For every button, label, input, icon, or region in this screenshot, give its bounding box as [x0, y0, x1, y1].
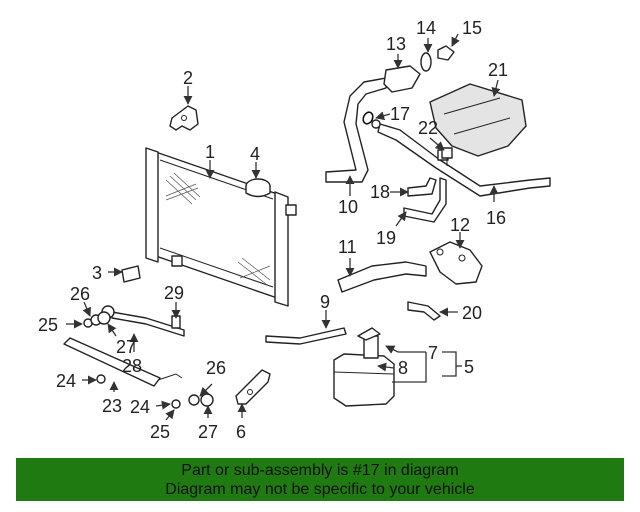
callout-2: 2 [183, 68, 193, 88]
banner-line-1: Part or sub-assembly is #17 in diagram [181, 462, 459, 479]
callout-17: 17 [390, 104, 410, 124]
callout-16: 16 [486, 208, 506, 228]
callout-1: 1 [205, 142, 215, 162]
lower-radiator-hose [337, 261, 427, 293]
callout-10: 10 [338, 197, 358, 217]
callout-28: 28 [122, 356, 142, 376]
callout-24-left: 24 [56, 371, 76, 391]
drain-pipe [63, 337, 183, 387]
water-outlet [429, 241, 483, 285]
thermostat-housing [383, 45, 455, 93]
upper-radiator-hose [325, 77, 387, 183]
callout-23: 23 [102, 396, 122, 416]
callout-20: 20 [462, 303, 482, 323]
radiator-cap [245, 178, 271, 198]
reservoir-bracket [235, 369, 271, 405]
callout-12: 12 [450, 215, 470, 235]
callout-7: 7 [428, 343, 438, 363]
callout-21: 21 [488, 60, 508, 80]
callout-11: 11 [338, 237, 357, 257]
bypass-hoses [403, 177, 447, 223]
callout-27-bottom: 27 [198, 422, 218, 442]
callout-13: 13 [386, 34, 406, 54]
drain-plug-set-bottom [171, 393, 214, 409]
callout-26-bottom: 26 [206, 358, 226, 378]
callout-29: 29 [164, 283, 184, 303]
lower-pipe [101, 305, 185, 337]
part-17-seal [362, 111, 374, 125]
heat-shield [429, 83, 527, 157]
bolt [441, 147, 453, 166]
callout-27-left: 27 [116, 337, 136, 357]
callout-18: 18 [370, 182, 390, 202]
callout-5: 5 [464, 357, 474, 377]
banner-line-2: Diagram may not be specific to your vehi… [165, 481, 475, 498]
callout-25-bottom: 25 [150, 422, 170, 442]
callout-15: 15 [462, 18, 482, 38]
callout-4: 4 [250, 144, 260, 164]
parts-diagram: 1 2 3 4 5 6 7 8 9 10 11 12 13 14 15 16 1… [38, 18, 551, 442]
callout-6: 6 [236, 422, 246, 442]
callout-19: 19 [376, 228, 396, 248]
leader-lines [66, 33, 501, 421]
callout-22: 22 [418, 118, 438, 138]
callout-26-left: 26 [70, 284, 90, 304]
overflow-hose [265, 327, 347, 345]
info-banner: Part or sub-assembly is #17 in diagram D… [16, 458, 624, 501]
callout-8: 8 [398, 358, 408, 378]
callout-3: 3 [92, 263, 102, 283]
callout-labels: 1 2 3 4 5 6 7 8 9 10 11 12 13 14 15 16 1… [38, 18, 508, 442]
callout-14: 14 [416, 18, 436, 38]
upper-mount-bracket [169, 105, 199, 131]
callout-25-left: 25 [38, 315, 58, 335]
callout-9: 9 [320, 292, 330, 312]
mount-cushion [121, 265, 141, 283]
callout-24-bottom: 24 [130, 397, 150, 417]
small-hose [407, 301, 441, 321]
drain-plug-set-left [83, 311, 111, 328]
